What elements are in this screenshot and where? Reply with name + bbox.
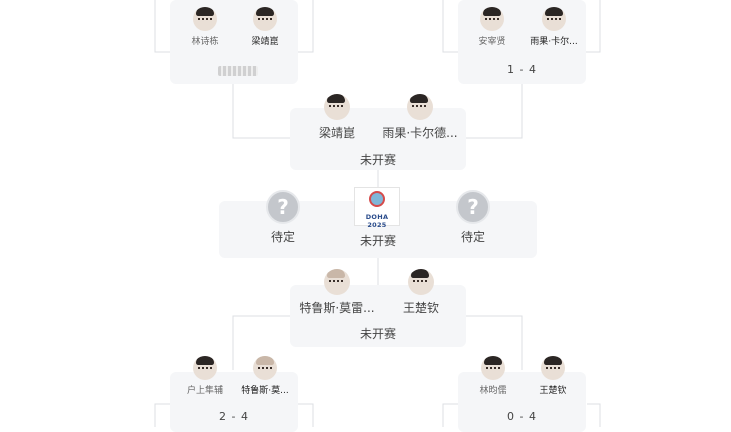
player-name: 雨果·卡尔德... (382, 126, 458, 140)
player-avatar (480, 7, 504, 31)
player-avatar (407, 94, 433, 120)
match-score: 0 - 4 (507, 410, 537, 423)
player-name: 待定 (270, 230, 295, 244)
player-semi-top-1[interactable]: 梁靖崑 (300, 94, 374, 141)
player-avatar (193, 356, 217, 380)
player-name: 户上隼辅 (186, 386, 223, 396)
player-avatar (324, 94, 350, 120)
player-name: 安宰贤 (478, 37, 506, 47)
match-status: 未开赛 (359, 234, 396, 248)
player-semi-bottom-2[interactable]: 王楚钦 (386, 269, 456, 316)
player-semi-bottom-1[interactable]: 特鲁斯·莫雷... (292, 269, 382, 316)
player-name: 梁靖崑 (251, 37, 279, 47)
match-card-semi-bottom[interactable] (290, 285, 466, 347)
player-avatar (324, 269, 350, 295)
score-blurred (218, 66, 258, 76)
player-name: 特鲁斯·莫雷... (299, 301, 375, 315)
player-top-left-2[interactable]: 梁靖崑 (240, 7, 290, 47)
player-avatar (193, 7, 217, 31)
match-status: 未开赛 (359, 153, 396, 167)
ping-pong-ball-icon (369, 191, 385, 207)
match-score: 2 - 4 (219, 410, 249, 423)
player-avatar (541, 356, 565, 380)
player-name: 待定 (460, 230, 485, 244)
player-avatar (253, 356, 277, 380)
player-avatar (253, 7, 277, 31)
player-top-right-1[interactable]: 安宰贤 (467, 7, 517, 47)
question-mark-icon: ? (456, 190, 490, 224)
player-bottom-left-2[interactable]: 特鲁斯·莫... (234, 356, 296, 396)
player-top-left-1[interactable]: 林诗栋 (180, 7, 230, 47)
match-status: 未开赛 (359, 327, 396, 341)
player-final-2[interactable]: ? 待定 (443, 190, 503, 245)
match-score: 1 - 4 (507, 63, 537, 76)
player-name: 王楚钦 (402, 301, 439, 315)
player-semi-top-2[interactable]: 雨果·卡尔德... (378, 94, 462, 141)
player-name: 王楚钦 (539, 386, 567, 396)
player-bottom-right-2[interactable]: 王楚钦 (527, 356, 579, 396)
player-avatar (408, 269, 434, 295)
event-logo: DOHA 2025 (354, 187, 400, 229)
player-bottom-right-1[interactable]: 林昀儒 (467, 356, 519, 396)
player-name: 林昀儒 (479, 386, 507, 396)
player-name: 林诗栋 (191, 37, 219, 47)
player-final-1[interactable]: ? 待定 (253, 190, 313, 245)
event-logo-text: DOHA 2025 (365, 213, 389, 229)
player-top-right-2[interactable]: 雨果·卡尔... (525, 7, 583, 47)
match-card-semi-top[interactable] (290, 108, 466, 170)
player-bottom-left-1[interactable]: 户上隼辅 (178, 356, 232, 396)
match-card-bottom-left[interactable] (170, 372, 298, 432)
player-avatar (542, 7, 566, 31)
question-mark-icon: ? (266, 190, 300, 224)
player-name: 梁靖崑 (318, 126, 355, 140)
player-name: 雨果·卡尔... (530, 37, 578, 47)
match-card-bottom-right[interactable] (458, 372, 586, 432)
player-avatar (481, 356, 505, 380)
player-name: 特鲁斯·莫... (241, 386, 289, 396)
